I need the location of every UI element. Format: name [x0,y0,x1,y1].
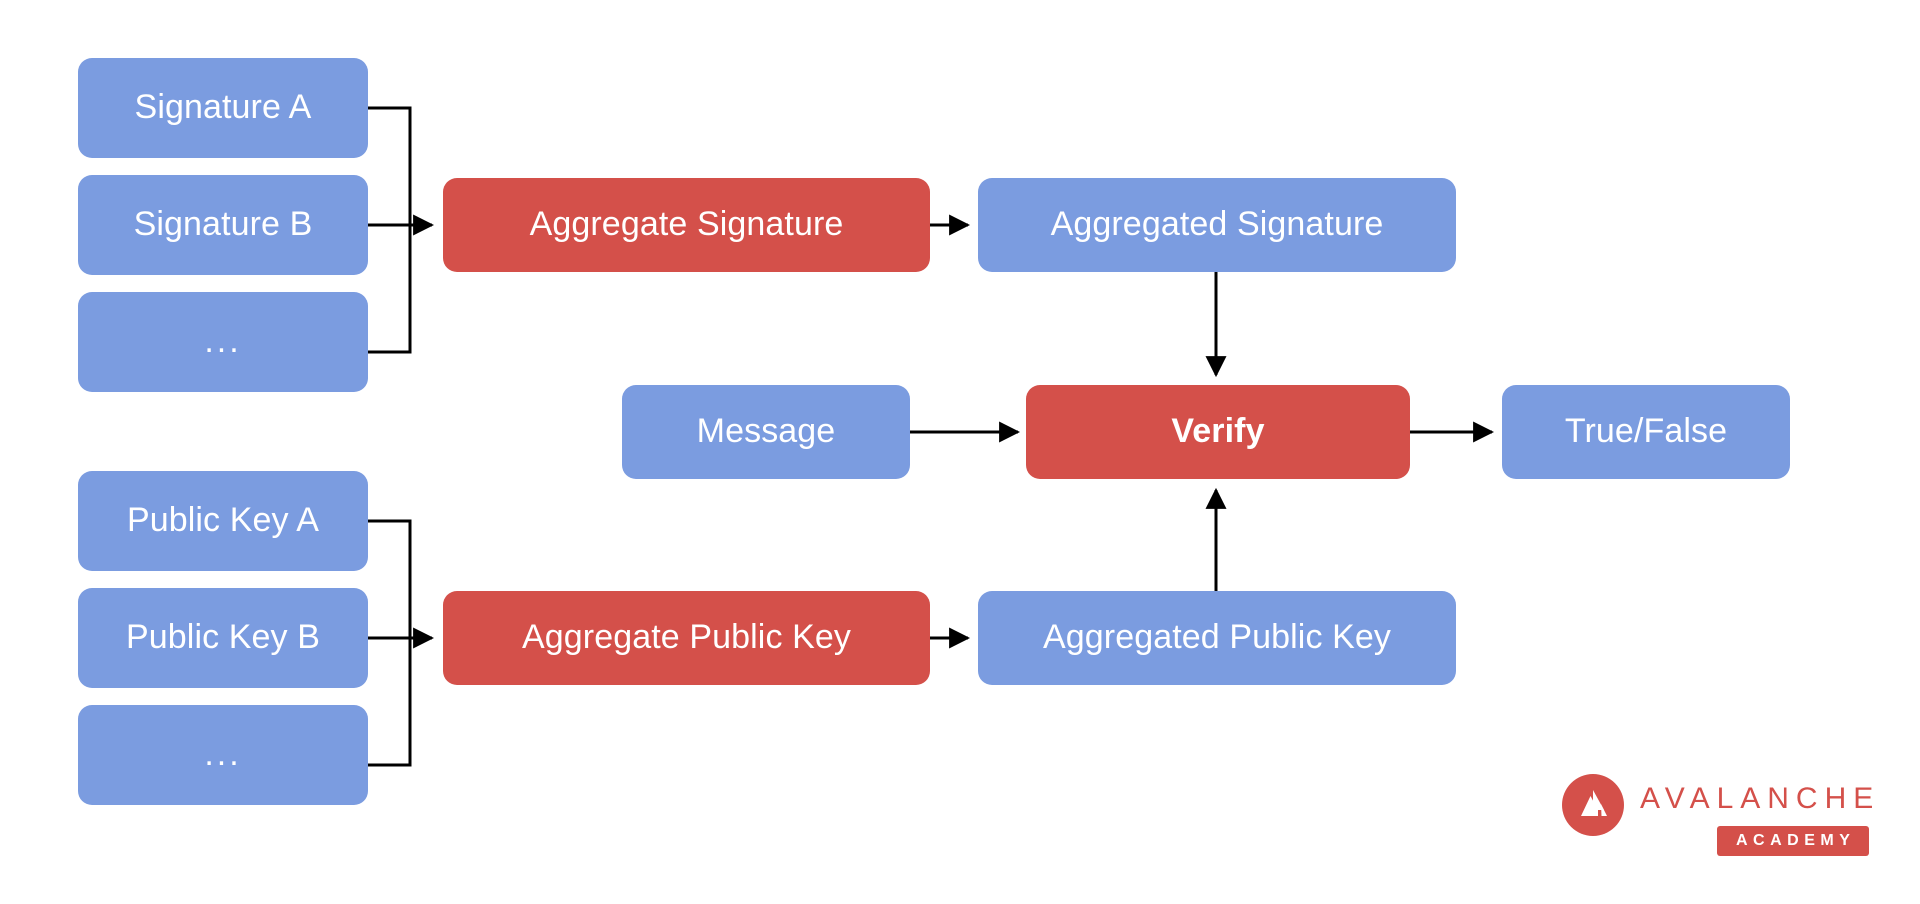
avalanche-mountain-icon [1581,790,1607,816]
node-message[interactable]: Message [622,385,910,479]
node-aggregate-signature[interactable]: Aggregate Signature [443,178,930,272]
edge-signatures-to-aggregate [368,106,435,354]
node-aggregated-signature[interactable]: Aggregated Signature [978,178,1456,272]
avalanche-wordmark: AVALANCHE [1640,782,1881,815]
node-verify[interactable]: Verify [1026,385,1410,479]
node-public-key-b[interactable]: Public Key B [78,588,368,688]
avalanche-academy-logo: AVALANCHE ACADEMY [1562,770,1892,858]
avalanche-logo-icon [1562,774,1624,836]
node-signature-a[interactable]: Signature A [78,58,368,158]
node-public-key-a[interactable]: Public Key A [78,471,368,571]
edge-public-keys-to-aggregate [368,519,435,767]
node-aggregated-public-key[interactable]: Aggregated Public Key [978,591,1456,685]
node-true-false[interactable]: True/False [1502,385,1790,479]
node-signature-more[interactable]: ... [78,292,368,392]
academy-badge: ACADEMY [1717,826,1870,856]
node-signature-b[interactable]: Signature B [78,175,368,275]
node-aggregate-public-key[interactable]: Aggregate Public Key [443,591,930,685]
node-public-key-more[interactable]: ... [78,705,368,805]
